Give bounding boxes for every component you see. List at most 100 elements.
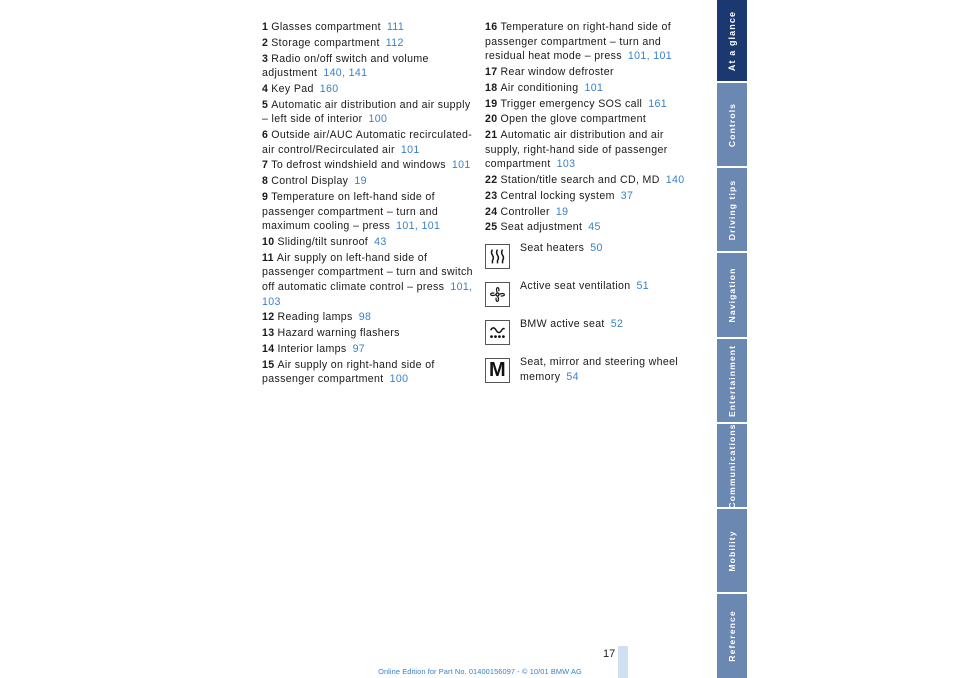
chapter-tab-label: Controls [727,102,737,147]
chapter-tab-mobility[interactable]: Mobility [717,508,747,593]
page-ref-link[interactable]: 101 [653,50,672,63]
page-ref-link[interactable]: 52 [610,318,624,330]
chapter-tab-at-a-glance[interactable]: At a glance [717,0,747,82]
page-ref-link[interactable]: 101 [396,220,415,233]
item-number: 18 [485,81,498,94]
page-ref-link[interactable]: 103 [556,158,576,171]
item-text: Automatic air distribution and air suppl… [262,98,471,126]
page-ref-link[interactable]: 19 [555,205,569,218]
seat-heater-icon [485,244,510,269]
item-number: 23 [485,189,498,202]
page-ref-link[interactable]: 100 [389,373,409,386]
page-ref-link[interactable]: 100 [368,113,388,126]
item-number: 25 [485,221,498,234]
tab-divider [717,251,747,253]
chapter-tab-controls[interactable]: Controls [717,82,747,167]
active-seat-icon [485,320,510,345]
page-ref-link[interactable]: 101 [450,280,470,293]
item-number: 15 [262,358,275,371]
seat-ventilation-fan-icon [485,282,510,307]
chapter-tab-navigation[interactable]: Navigation [717,252,747,338]
page-ref-link[interactable]: 103 [262,295,281,308]
item-number: 22 [485,174,498,187]
page-ref-link[interactable]: 101 [627,50,647,63]
chapter-tab-label: Navigation [727,267,737,323]
page-ref-link[interactable]: 160 [319,82,339,95]
chapter-tab-communications[interactable]: Communications [717,423,747,508]
page-ref-link[interactable]: 101 [421,220,441,233]
page-ref-link[interactable]: 43 [374,236,387,248]
item-number: 11 [262,251,274,264]
item-number: 13 [262,327,275,340]
item-text: Interior lamps [277,342,347,355]
item-text: Seat heaters [520,242,585,254]
chapter-tab-label: Entertainment [727,344,737,417]
item-number: 17 [485,65,498,78]
chapter-tab-driving-tips[interactable]: Driving tips [717,167,747,252]
page-ref-link[interactable]: 19 [354,175,367,188]
tab-divider [717,81,747,83]
item-text: Air supply on left-hand side of passenge… [262,251,473,293]
page-ref-link[interactable]: 37 [620,189,634,202]
item-text: Storage compartment [271,36,380,49]
item-text: Air supply on right-hand side of passeng… [262,358,435,386]
page-number-bar [618,646,628,678]
page-ref-link[interactable]: 140 [665,174,685,187]
item-text: To defrost windshield and windows [271,159,446,172]
page-ref-link[interactable]: 101 [400,143,420,156]
tab-divider [717,337,747,339]
page-ref-link[interactable]: 45 [588,221,601,234]
item-number: 19 [485,97,498,110]
page-ref-link[interactable]: 97 [352,342,366,355]
item-text: Trigger emergency SOS call [500,97,643,110]
item-number: 9 [262,191,269,204]
page-ref-link[interactable]: 141 [348,67,368,80]
chapter-tab-label: Reference [727,609,737,662]
page-ref-link[interactable]: 112 [385,36,404,49]
page-ref-link[interactable]: 161 [648,97,667,110]
page-ref-link[interactable]: 140 [323,67,343,80]
item-number: 8 [262,175,269,188]
item-text: Sliding/tilt sunroof [277,236,369,248]
tab-divider [717,592,747,594]
page-number: 17 [603,648,616,660]
footer: Online Edition for Part No. 01400156097 … [0,667,960,676]
item-text: Hazard warning flashers [277,327,400,340]
chapter-tab-entertainment[interactable]: Entertainment [717,338,747,423]
page-ref-link[interactable]: 111 [386,21,405,33]
item-text: Control Display [271,175,349,188]
item-number: 1 [262,21,269,33]
ref-separator: , [646,50,654,63]
page-ref-link[interactable]: 101 [584,81,604,94]
chapter-tab-reference[interactable]: Reference [717,593,747,678]
item-number: 10 [262,236,275,248]
page-ref-link[interactable]: 54 [566,370,579,383]
item-text: Rear window defroster [500,65,614,78]
item-number: 21 [485,129,498,142]
page-ref-link[interactable]: 101 [451,159,471,172]
item-number: 16 [485,21,498,33]
page-ref-link[interactable]: 98 [358,311,372,324]
page-ref-link[interactable]: 50 [590,242,603,254]
item-text: Temperature on left-hand side of passeng… [262,191,439,233]
item-text: Central locking system [500,189,615,202]
page-ref-link[interactable]: 51 [636,280,649,292]
